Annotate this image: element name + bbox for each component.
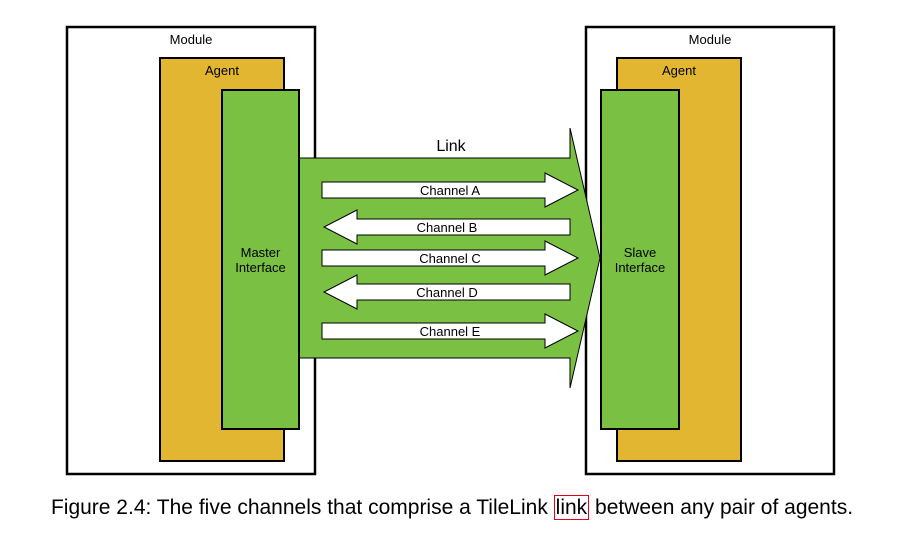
- master-interface-label-line1: Master: [241, 245, 281, 260]
- channel-d-arrow: [322, 274, 571, 310]
- channel-c-label: Channel C: [419, 251, 480, 266]
- channel-e-arrow: [321, 313, 580, 349]
- right-module-label: Module: [689, 32, 732, 47]
- master-interface-box: [221, 89, 300, 430]
- caption-prefix: Figure 2.4: The five channels that compr…: [50, 496, 554, 519]
- figure-caption: Figure 2.4: The five channels that compr…: [0, 495, 904, 520]
- caption-highlight-link: link: [553, 495, 590, 520]
- left-module-label: Module: [170, 32, 213, 47]
- channel-e-label: Channel E: [420, 324, 481, 339]
- slave-interface-box: [600, 89, 680, 430]
- caption-suffix: between any pair of agents.: [589, 496, 854, 519]
- right-agent-label: Agent: [662, 63, 696, 78]
- channel-a-arrow: [321, 172, 580, 208]
- slave-interface-label-line2: Interface: [615, 260, 666, 275]
- channel-b-label: Channel B: [417, 220, 478, 235]
- link-label: Link: [436, 138, 466, 155]
- channel-c-arrow: [321, 240, 580, 276]
- channel-d-label: Channel D: [416, 285, 477, 300]
- master-interface-label-line2: Interface: [235, 260, 286, 275]
- slave-interface-label-line1: Slave: [624, 245, 657, 260]
- tilelink-diagram: Module Agent Module Agent Link Master In…: [65, 25, 836, 476]
- left-agent-label: Agent: [205, 63, 239, 78]
- channel-b-arrow: [322, 209, 571, 245]
- channel-a-label: Channel A: [420, 183, 480, 198]
